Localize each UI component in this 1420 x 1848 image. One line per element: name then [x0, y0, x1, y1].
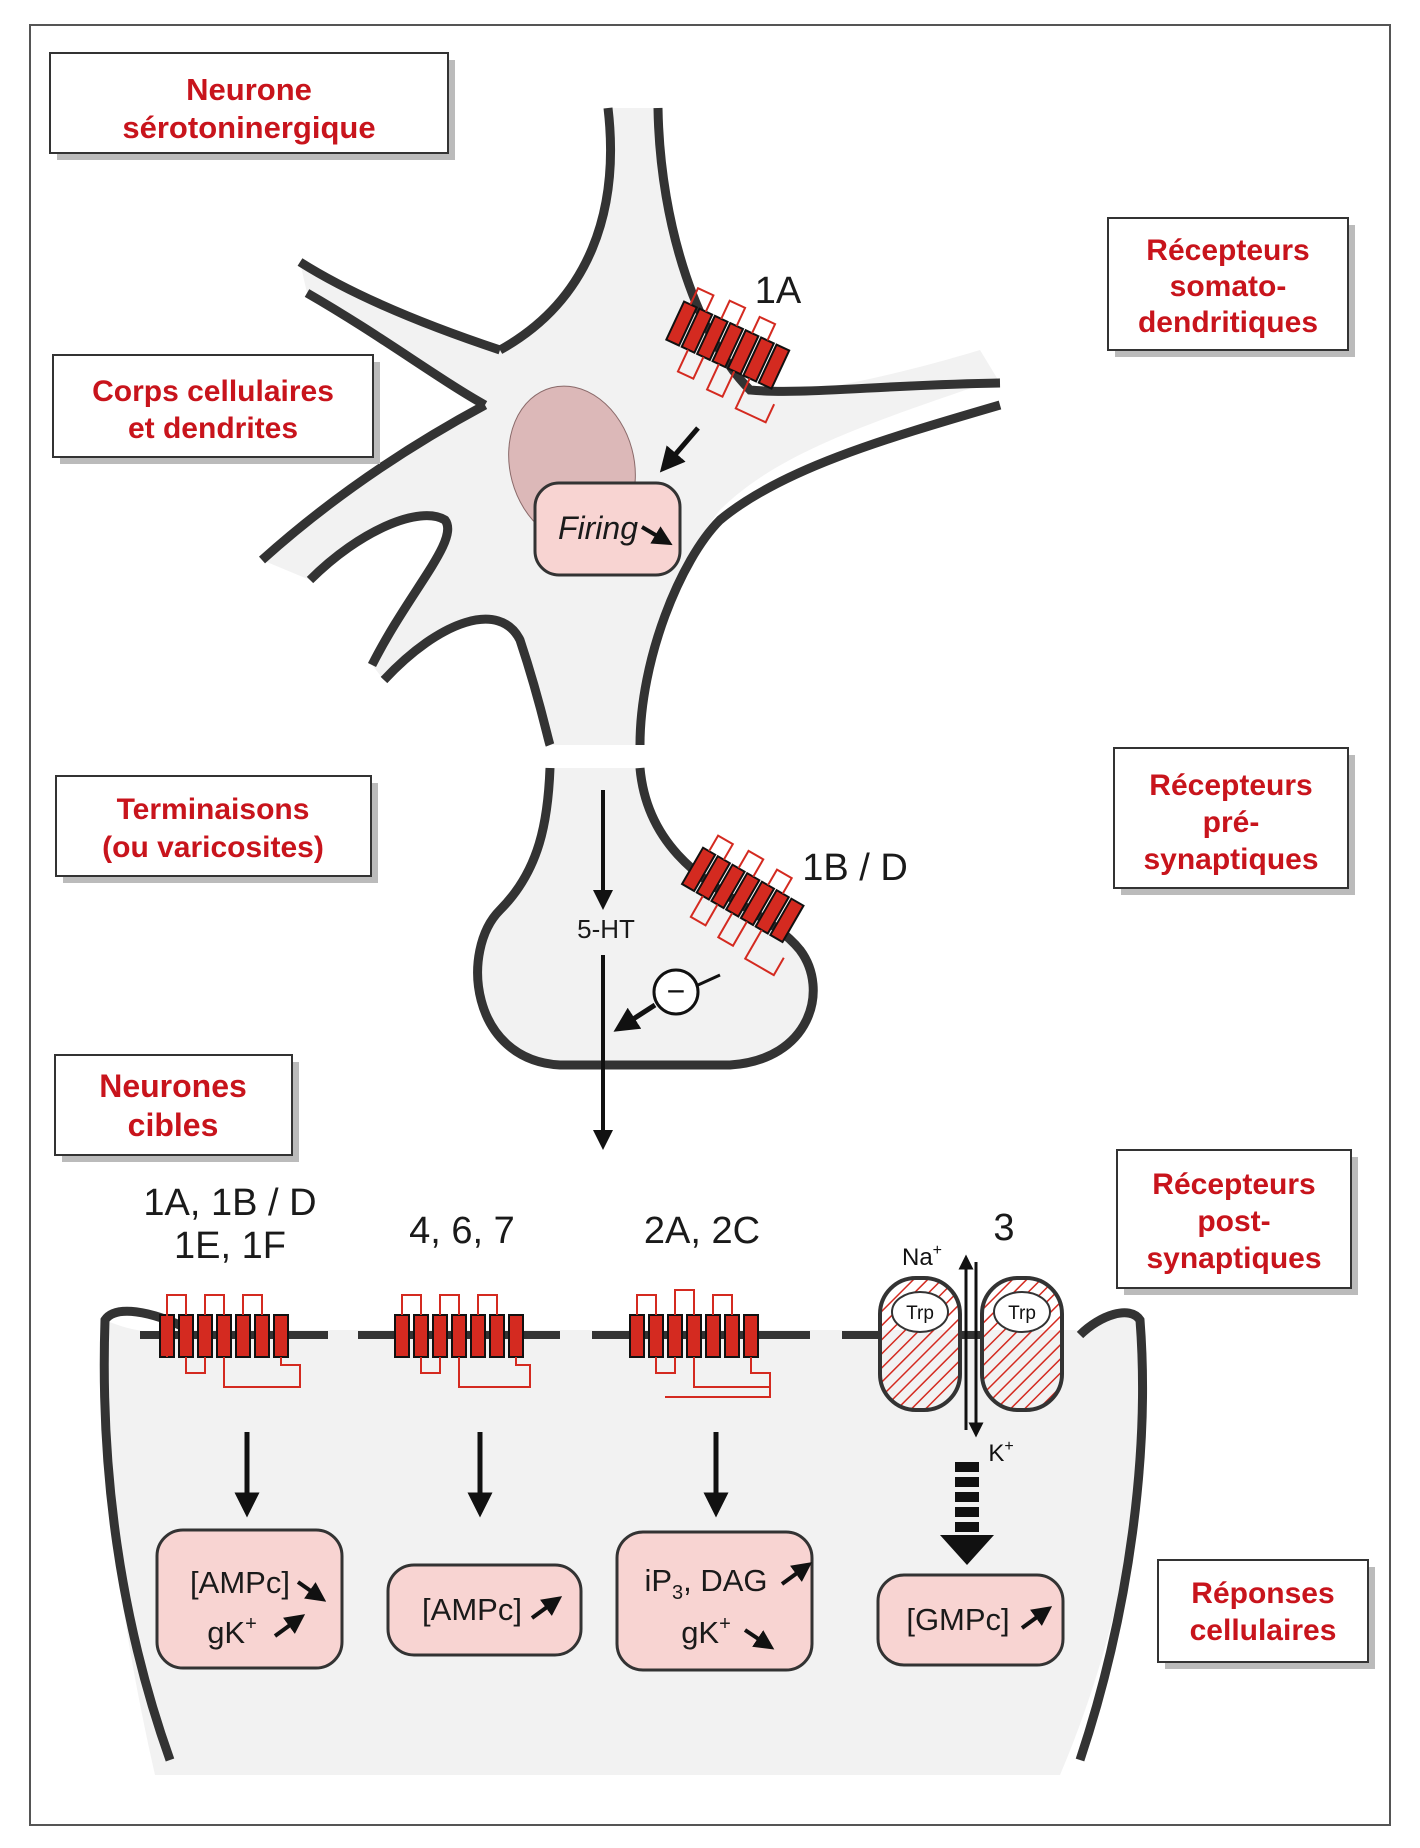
neuron-outline-dendrite-upper	[297, 258, 502, 355]
corps-label-2: et dendrites	[128, 412, 298, 445]
response-1-line1: [AMPc]	[190, 1565, 290, 1600]
response-1-line2: gK+	[207, 1613, 257, 1650]
corps-label-1: Corps cellulaires	[92, 375, 334, 408]
trp-left	[891, 1291, 949, 1333]
inhibition-circle	[652, 968, 700, 1016]
receptor-1B-D	[680, 834, 805, 977]
firing-text: Firing	[558, 510, 638, 546]
response-1-arrow-down	[296, 1580, 327, 1602]
post-receptor-2	[394, 1294, 531, 1388]
trp-left-label: Trp	[906, 1303, 934, 1324]
response-3-arrow-up	[780, 1562, 813, 1586]
neuron-soma	[262, 108, 1000, 746]
cibles-label-1: Neurones	[99, 1068, 247, 1104]
post-receptor-2-label: 4, 6, 7	[409, 1210, 515, 1252]
response-4-text: [GMPc]	[906, 1602, 1009, 1637]
neuron-outline-right	[653, 107, 1001, 396]
neurone-title-1: Neurone	[186, 72, 312, 107]
label-box-corps: Corps cellulaires et dendrites	[52, 354, 380, 464]
response-2-arrow-up	[530, 1596, 563, 1620]
reponses-label-2: cellulaires	[1190, 1614, 1337, 1647]
somato-to-firing-arrow	[659, 426, 700, 473]
k-label: K+	[988, 1438, 1013, 1467]
post-receptor-3	[629, 1289, 771, 1398]
trp-right-label: Trp	[1008, 1303, 1036, 1324]
receptor-1A	[664, 286, 791, 424]
response-4-arrow-up	[1020, 1606, 1053, 1630]
5ht-label: 5-HT	[577, 914, 635, 944]
target-outline-left	[99, 1306, 193, 1762]
response-3-line2: gK+	[681, 1613, 731, 1650]
somato-label-2: somato-	[1170, 270, 1287, 303]
na-label: Na+	[902, 1242, 942, 1271]
trp-right	[993, 1291, 1051, 1333]
neuron-outline-dendrite-upper2	[304, 289, 488, 409]
post-label-1: Récepteurs	[1152, 1168, 1315, 1201]
post-receptor-3-label: 2A, 2C	[644, 1210, 760, 1252]
cibles-label-2: cibles	[128, 1107, 219, 1143]
reponses-label-1: Réponses	[1191, 1577, 1334, 1610]
label-box-reponses: Réponses cellulaires	[1157, 1559, 1375, 1669]
label-box-somato: Récepteurs somato- dendritiques	[1107, 217, 1355, 357]
terminaisons-label-1: Terminaisons	[117, 793, 310, 826]
response-2-text: [AMPc]	[422, 1592, 522, 1627]
response-box-2	[386, 1563, 583, 1657]
neuron-outline-dendrite-left	[258, 401, 488, 564]
somato-label-1: Récepteurs	[1146, 234, 1309, 267]
label-box-post: Récepteurs post- synaptiques	[1116, 1149, 1358, 1295]
neuron-outline-axon-left	[497, 107, 615, 354]
receptor-1B-D-label: 1B / D	[802, 847, 908, 889]
post-label-2: post-	[1197, 1205, 1270, 1238]
post-receptor-4-label: 3	[993, 1207, 1014, 1249]
pre-label-3: synaptiques	[1143, 843, 1318, 876]
label-box-terminaisons: Terminaisons (ou varicosites)	[55, 775, 378, 883]
neuron-outline-dendrite-fork2	[380, 614, 555, 747]
response-3-arrow-down	[743, 1628, 775, 1650]
inhibition-link	[697, 973, 721, 987]
inhibition-sign: −	[667, 973, 686, 1009]
post-receptor-1-label-a: 1A, 1B / D	[143, 1182, 316, 1224]
firing-down-arrow	[640, 525, 673, 546]
neuron-outline-dendrite-fork	[306, 511, 453, 668]
pre-label-2: pré-	[1203, 806, 1260, 839]
dashed-thick-arrow	[940, 1462, 994, 1565]
inhibition-arrow	[613, 1002, 657, 1032]
response-3-line1: iP3, DAG	[644, 1563, 767, 1604]
post-receptor-1	[159, 1294, 301, 1388]
response-1-arrow-up	[273, 1614, 306, 1638]
pre-label-1: Récepteurs	[1149, 769, 1312, 802]
label-box-pre: Récepteurs pré- synaptiques	[1113, 747, 1355, 895]
label-box-cibles: Neurones cibles	[54, 1054, 299, 1162]
neuron-outline-right-lower	[635, 400, 1002, 746]
target-outline-right	[1075, 1308, 1147, 1762]
terminal-bouton	[477, 768, 814, 1065]
response-box-4	[876, 1573, 1065, 1667]
receptor-1A-label: 1A	[755, 270, 802, 312]
post-receptor-1-label-b: 1E, 1F	[174, 1225, 286, 1267]
somato-label-3: dendritiques	[1138, 306, 1318, 339]
firing-box	[533, 481, 682, 577]
neurone-title-2: sérotoninergique	[122, 110, 375, 145]
label-box-neurone: Neurone sérotoninergique	[49, 52, 455, 160]
post-label-3: synaptiques	[1146, 1242, 1321, 1275]
terminaisons-label-2: (ou varicosites)	[102, 831, 324, 864]
